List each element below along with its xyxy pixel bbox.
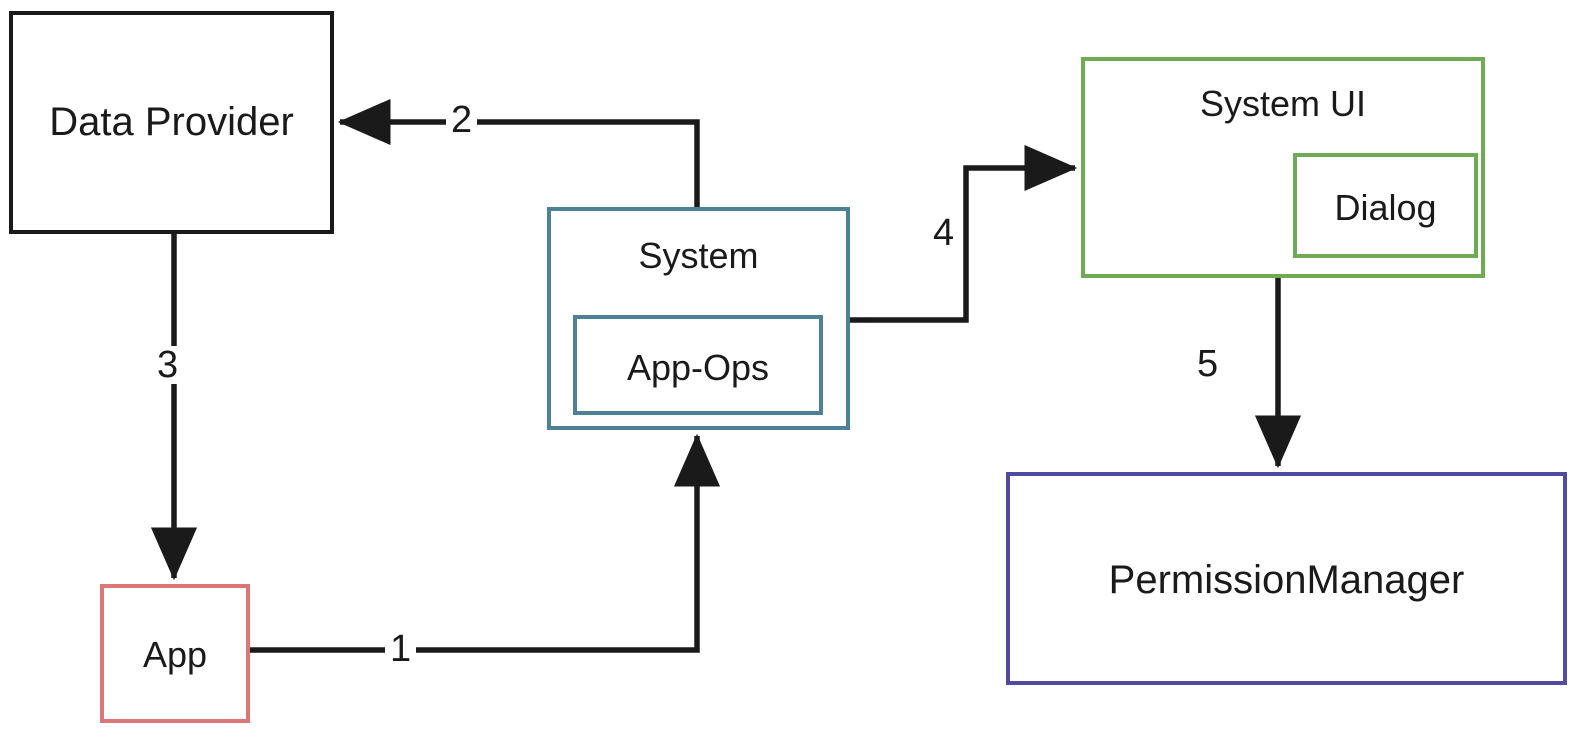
- edge-label-4: 4: [928, 214, 960, 252]
- node-permission-manager-label: PermissionManager: [1108, 558, 1465, 602]
- edge-label-2: 2: [446, 101, 478, 139]
- node-app[interactable]: App: [100, 584, 250, 723]
- node-dialog-label: Dialog: [1334, 187, 1437, 228]
- edge-label-3: 3: [152, 346, 184, 384]
- connector-1-app-to-system: [250, 433, 721, 653]
- node-permission-manager[interactable]: PermissionManager: [1006, 472, 1567, 685]
- node-app-ops-label: App-Ops: [626, 347, 770, 388]
- node-dialog[interactable]: Dialog: [1293, 153, 1478, 258]
- node-app-label: App: [142, 634, 208, 675]
- node-data-provider-label: Data Provider: [49, 100, 294, 144]
- node-data-provider[interactable]: Data Provider: [9, 11, 334, 234]
- edge-label-1: 1: [385, 630, 417, 668]
- edge-label-5: 5: [1192, 345, 1224, 383]
- node-app-ops[interactable]: App-Ops: [573, 315, 823, 415]
- node-system-ui-label: System UI: [1199, 83, 1367, 124]
- node-system[interactable]: System App-Ops: [547, 207, 850, 430]
- connector-4-system-to-system-ui: [850, 144, 1078, 323]
- connector-2-system-to-data-provider: [337, 98, 700, 207]
- node-system-ui[interactable]: System UI Dialog: [1081, 57, 1485, 278]
- node-system-label: System: [638, 235, 759, 276]
